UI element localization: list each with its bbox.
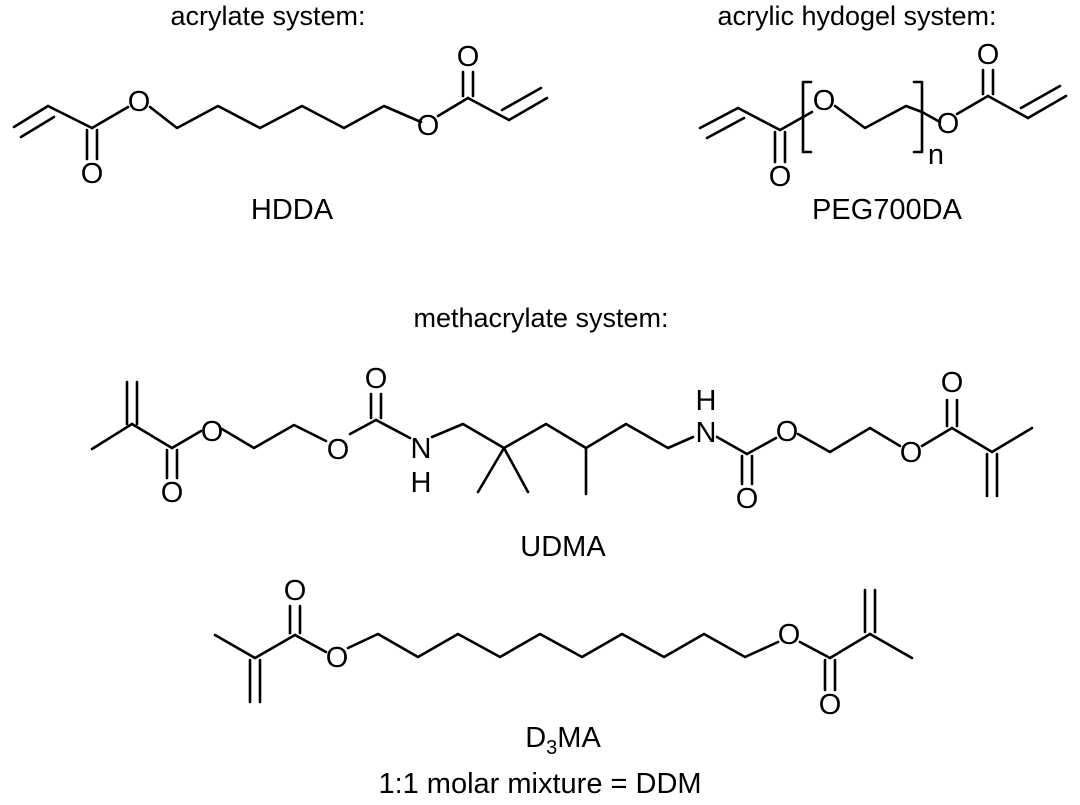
peg700da-atom-o-ester-right: O: [937, 108, 960, 140]
d3ma-name-main: D: [525, 722, 546, 754]
udma-atom-o-carbonyl-4: O: [941, 367, 964, 399]
title-acrylate-system: acrylate system:: [170, 1, 365, 31]
d3ma-atom-o-carbonyl-right: O: [819, 689, 842, 721]
udma-atom-n-right: N: [696, 417, 717, 449]
molecule-udma: O O O O N H H N O O O O UDMA: [90, 363, 1034, 563]
peg700da-atom-o-carbonyl-right: O: [977, 39, 1000, 71]
udma-atom-o-carbonyl-2: O: [365, 363, 388, 395]
peg700da-bonds: [698, 68, 1068, 164]
hdda-atom-o-carbonyl-left: O: [81, 158, 104, 190]
hdda-atom-o-ester-left: O: [128, 86, 151, 118]
d3ma-atom-o-ester-right: O: [778, 619, 801, 651]
udma-atom-o-ester-3: O: [776, 416, 799, 448]
d3ma-bonds: [213, 588, 914, 704]
hdda-atom-o-ester-right: O: [417, 110, 440, 142]
udma-atom-o-ester-4: O: [900, 437, 923, 469]
d3ma-atom-o-ester-left: O: [326, 642, 349, 674]
peg700da-name: PEG700DA: [812, 194, 963, 226]
udma-atom-o-ester-2: O: [327, 434, 350, 466]
title-acrylic-hydrogel-system: acrylic hydogel system:: [717, 1, 996, 31]
d3ma-atom-o-carbonyl-left: O: [284, 575, 307, 607]
molecule-d3ma: O O O O D3MA: [213, 575, 914, 759]
udma-atom-o-carbonyl-1: O: [161, 477, 184, 509]
peg700da-atom-o-carbonyl-left: O: [769, 161, 792, 193]
peg700da-atom-o-repeat: O: [813, 85, 836, 117]
molecule-hdda: O O O O HDDA: [12, 41, 549, 226]
udma-atom-o-carbonyl-3: O: [736, 483, 759, 515]
d3ma-name: D3MA: [525, 722, 601, 759]
udma-name: UDMA: [520, 531, 606, 563]
hdda-bonds: [12, 70, 549, 161]
hdda-name: HDDA: [251, 194, 334, 226]
molecule-peg700da: O O O O n PEG700DA: [698, 39, 1068, 226]
peg700da-repeat-n: n: [928, 139, 944, 171]
udma-atom-h-left: H: [411, 467, 432, 499]
udma-atom-n-left: N: [411, 433, 432, 465]
udma-atom-h-right: H: [696, 385, 717, 417]
d3ma-name-sub: 3: [546, 737, 557, 759]
title-methacrylate-system: methacrylate system:: [413, 303, 668, 333]
footer-mixture-note: 1:1 molar mixture = DDM: [378, 768, 701, 800]
udma-atom-o-ester-1: O: [201, 416, 224, 448]
d3ma-name-tail: MA: [557, 722, 601, 754]
udma-bonds: [90, 380, 1034, 498]
hdda-atom-o-carbonyl-right: O: [457, 41, 480, 73]
